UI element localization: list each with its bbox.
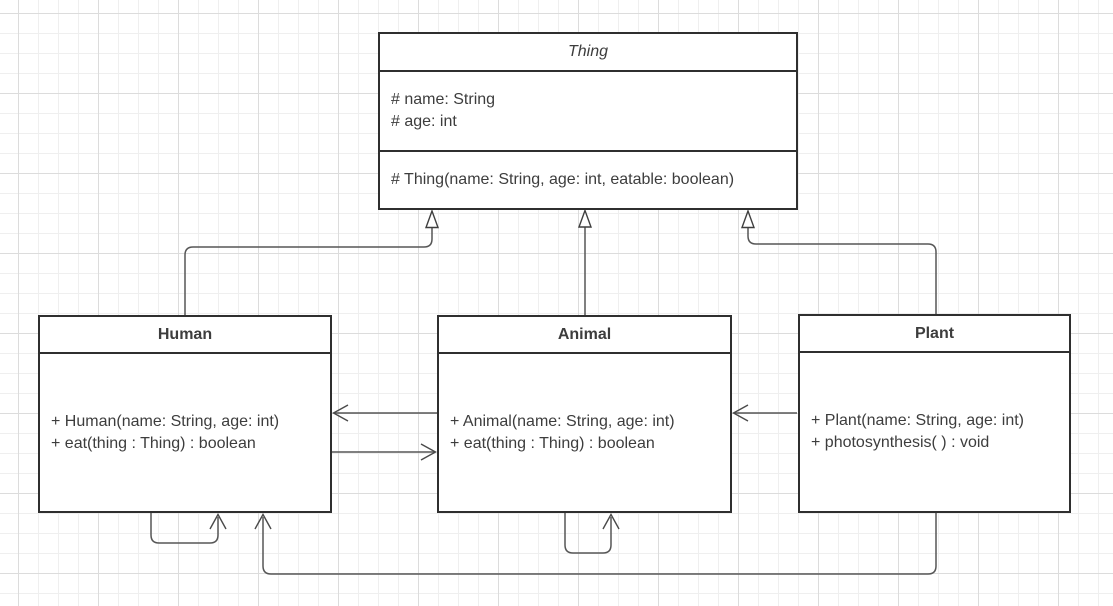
edge-generalization-plant-to-thing[interactable]	[741, 208, 937, 314]
hollow-triangle-arrowhead	[425, 208, 439, 229]
edge-self-association-animal[interactable]	[564, 513, 620, 554]
method-line: + eat(thing : Thing) : boolean	[51, 434, 256, 452]
method-line: # Thing(name: String, age: int, eatable:…	[391, 171, 735, 188]
edge-association-animal-to-human[interactable]	[332, 404, 438, 422]
class-plant-methods: + Plant(name: String, age: int) + photos…	[800, 353, 1069, 511]
edge-association-plant-to-human[interactable]	[254, 513, 937, 575]
class-plant[interactable]: Plant + Plant(name: String, age: int) + …	[798, 314, 1071, 513]
class-thing[interactable]: Thing # name: String # age: int # Thing(…	[378, 32, 798, 210]
edge-self-association-human[interactable]	[150, 513, 227, 544]
edge-generalization-human-to-thing[interactable]	[184, 208, 439, 315]
class-thing-title: Thing	[380, 34, 796, 72]
open-arrowhead	[732, 404, 749, 422]
open-arrowhead	[602, 513, 620, 530]
open-arrowhead	[209, 513, 227, 530]
open-arrowhead	[254, 513, 272, 530]
class-animal[interactable]: Animal + Animal(name: String, age: int) …	[437, 315, 732, 513]
class-thing-attributes: # name: String # age: int	[380, 72, 796, 152]
edge-generalization-animal-to-thing[interactable]	[578, 208, 592, 316]
attribute-line: # name: String	[391, 91, 496, 108]
attribute-line: # age: int	[391, 113, 457, 130]
class-human[interactable]: Human + Human(name: String, age: int) + …	[38, 315, 332, 513]
class-plant-title: Plant	[800, 316, 1069, 353]
class-human-methods: + Human(name: String, age: int) + eat(th…	[40, 354, 330, 511]
open-arrowhead	[420, 443, 437, 461]
method-line: + Human(name: String, age: int)	[51, 412, 280, 430]
class-human-title: Human	[40, 317, 330, 354]
class-animal-title: Animal	[439, 317, 730, 354]
method-line: + Animal(name: String, age: int)	[450, 412, 675, 430]
edge-association-plant-to-animal[interactable]	[732, 404, 798, 422]
class-animal-methods: + Animal(name: String, age: int) + eat(t…	[439, 354, 730, 511]
edge-association-human-to-animal[interactable]	[332, 443, 437, 461]
hollow-triangle-arrowhead	[578, 208, 592, 228]
hollow-triangle-arrowhead	[741, 208, 755, 229]
open-arrowhead	[332, 404, 349, 422]
method-line: + photosynthesis( ) : void	[811, 434, 990, 451]
method-line: + Plant(name: String, age: int)	[811, 412, 1024, 429]
method-line: + eat(thing : Thing) : boolean	[450, 434, 655, 452]
class-thing-methods: # Thing(name: String, age: int, eatable:…	[380, 152, 796, 208]
